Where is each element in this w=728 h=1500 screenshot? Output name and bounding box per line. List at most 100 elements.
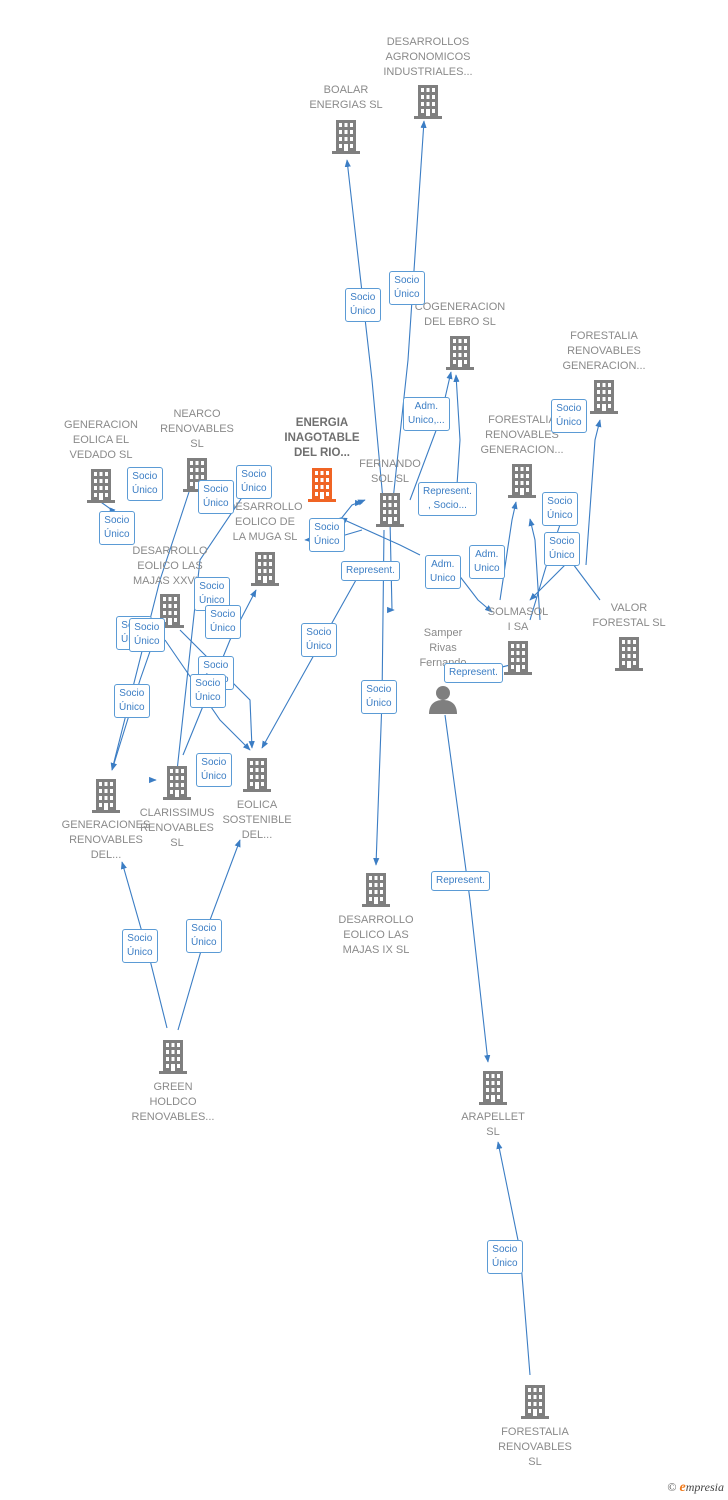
node-label-line: RENOVABLES	[485, 429, 559, 441]
relationship-tag-line: Único	[104, 529, 130, 540]
company-building-icon[interactable]	[163, 766, 191, 800]
relationship-tag-line: Socio	[492, 1244, 518, 1255]
relationship-tag-line: Adm.	[431, 559, 455, 570]
relationship-tag-line: Socio	[547, 496, 573, 507]
node-label-line: DEL...	[241, 829, 273, 841]
relationship-tag-line: Único	[366, 698, 392, 709]
relationship-tag[interactable]: Represent.	[341, 561, 400, 581]
relationship-tag-line: Adm.	[475, 549, 499, 560]
company-building-icon[interactable]	[159, 1040, 187, 1074]
company-building-icon[interactable]	[479, 1071, 507, 1105]
company-building-icon[interactable]	[243, 758, 271, 792]
relationship-tag-line: Único	[394, 289, 420, 300]
relationship-tag[interactable]: Represent.	[444, 663, 503, 683]
node-label-line: GENERACION	[64, 419, 138, 431]
company-building-icon[interactable]	[92, 779, 120, 813]
company-building-icon[interactable]	[590, 380, 618, 414]
relationship-tag[interactable]: Adm.Unico	[425, 555, 461, 589]
relationship-tag[interactable]: Adm.Unico,...	[403, 397, 450, 431]
node-label-line: BOALAR	[323, 84, 369, 96]
node-label-line: SOSTENIBLE	[222, 814, 292, 826]
node-label-line: Rivas	[429, 642, 457, 654]
person-icon[interactable]	[429, 686, 457, 714]
node-label-line: GENERACION...	[480, 444, 564, 456]
company-building-icon[interactable]	[446, 336, 474, 370]
company-building-icon[interactable]	[332, 120, 360, 154]
company-building-icon[interactable]	[376, 493, 404, 527]
company-building-icon[interactable]	[504, 641, 532, 675]
company-building-icon[interactable]	[508, 464, 536, 498]
node-label-line: I SA	[507, 621, 529, 633]
relationship-tag-line: Represent.	[423, 486, 472, 497]
company-building-icon[interactable]	[87, 469, 115, 503]
relationship-tag-line: Socio	[394, 275, 420, 286]
relationship-tag[interactable]: Adm.Unico	[469, 545, 505, 579]
relationship-tag-line: Único	[549, 550, 575, 561]
company-building-icon[interactable]	[414, 85, 442, 119]
node-label-line: DESARROLLO	[227, 501, 303, 513]
node-label[interactable]: EOLICA SOSTENIBLE DEL...	[197, 798, 317, 843]
relationship-tag[interactable]: Represent.	[431, 871, 490, 891]
relationship-tag-line: Socio	[132, 471, 158, 482]
node-label-line: DEL...	[90, 849, 122, 861]
node-label-line: EOLICA	[236, 799, 278, 811]
node-label-line: SOL SL	[370, 473, 410, 485]
node-label-line: LA MUGA SL	[232, 531, 298, 543]
node-label-line: EOLICO LAS	[343, 929, 409, 941]
node-label-line: FORESTALIA	[488, 414, 556, 426]
company-building-icon[interactable]	[362, 873, 390, 907]
relationship-tag-line: Socio	[314, 522, 340, 533]
node-label-line: ARAPELLET	[461, 1111, 525, 1123]
relationship-tag-line: Represent.	[436, 875, 485, 886]
relationship-tag-line: Socio	[104, 515, 130, 526]
relationship-tag-line: Único	[195, 692, 221, 703]
node-label-line: EOLICA EL	[72, 434, 130, 446]
company-building-icon[interactable]	[521, 1385, 549, 1419]
relationship-tag[interactable]: Represent., Socio...	[418, 482, 477, 516]
company-building-icon[interactable]	[251, 552, 279, 586]
relationship-edge	[453, 374, 461, 501]
company-building-icon[interactable]	[615, 637, 643, 671]
node-label[interactable]: FORESTALIA RENOVABLES GENERACION...	[462, 413, 582, 458]
